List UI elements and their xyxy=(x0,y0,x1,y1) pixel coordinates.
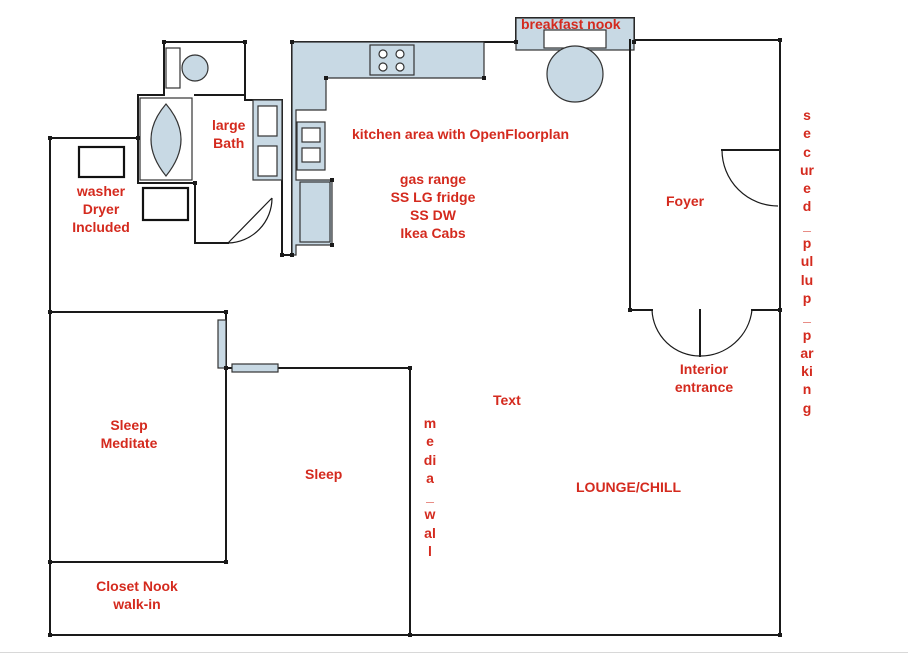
gas-range-top xyxy=(369,44,415,76)
exterior-door xyxy=(721,149,779,207)
toilet-tank xyxy=(165,47,181,89)
breakfast-nook-label: breakfast nook xyxy=(521,16,621,32)
page-divider xyxy=(0,652,908,653)
fridge xyxy=(299,181,331,243)
appliance-cabs: Ikea Cabs xyxy=(400,225,466,241)
secured-parking-label: secured_pullup_parking xyxy=(800,107,814,416)
sleep-line: Sleep xyxy=(110,417,148,433)
appliance-dw: SS DW xyxy=(410,207,456,223)
large-bath-line-2: Bath xyxy=(213,135,245,151)
lounge-label: LOUNGE/CHILL xyxy=(576,479,681,495)
interior-door-right xyxy=(699,309,753,357)
foyer-label: Foyer xyxy=(666,193,705,209)
dryer xyxy=(141,186,190,222)
bath-fixtures xyxy=(139,47,283,181)
breakfast-nook xyxy=(515,17,635,103)
washer-line: washer xyxy=(76,183,126,199)
interior-entrance-label: Interior entrance xyxy=(664,360,744,396)
kitchen-counters xyxy=(291,41,485,256)
meditate-line: Meditate xyxy=(100,435,158,451)
included-line: Included xyxy=(72,219,130,235)
closet-nook-label: Closet Nook walk-in xyxy=(82,577,192,613)
appliances-label: gas range SS LG fridge SS DW Ikea Cabs xyxy=(378,170,488,242)
nook-table xyxy=(546,45,604,103)
interior-line: Interior xyxy=(679,361,729,377)
bedroom-walls xyxy=(49,311,411,636)
foyer-walls xyxy=(629,39,781,357)
media-wall-label: media_wall xyxy=(423,415,437,560)
sleep-meditate-label: Sleep Meditate xyxy=(88,416,170,452)
washer xyxy=(77,145,126,179)
toilet-bowl xyxy=(181,54,209,82)
appliance-fridge: SS LG fridge xyxy=(390,189,476,205)
sleep-label: Sleep xyxy=(305,466,343,482)
dryer-line: Dryer xyxy=(82,201,120,217)
bath-door xyxy=(227,197,273,244)
interior-door-left xyxy=(651,309,701,357)
large-bath-line-1: large xyxy=(212,117,246,133)
window-left xyxy=(217,319,227,369)
text-label: Text xyxy=(493,392,521,408)
kitchen-label: kitchen area with OpenFloorplan xyxy=(352,126,570,142)
walk-in-line: walk-in xyxy=(113,596,161,612)
appliance-gas-range: gas range xyxy=(399,171,467,187)
large-bath-label: large Bath xyxy=(212,116,245,152)
entrance-line: entrance xyxy=(674,379,734,395)
closet-nook-line: Closet Nook xyxy=(96,578,178,594)
window-sleep xyxy=(231,363,279,373)
wall-posts xyxy=(48,38,782,637)
washer-dryer xyxy=(77,145,190,222)
washer-dryer-label: washer Dryer Included xyxy=(60,182,142,236)
